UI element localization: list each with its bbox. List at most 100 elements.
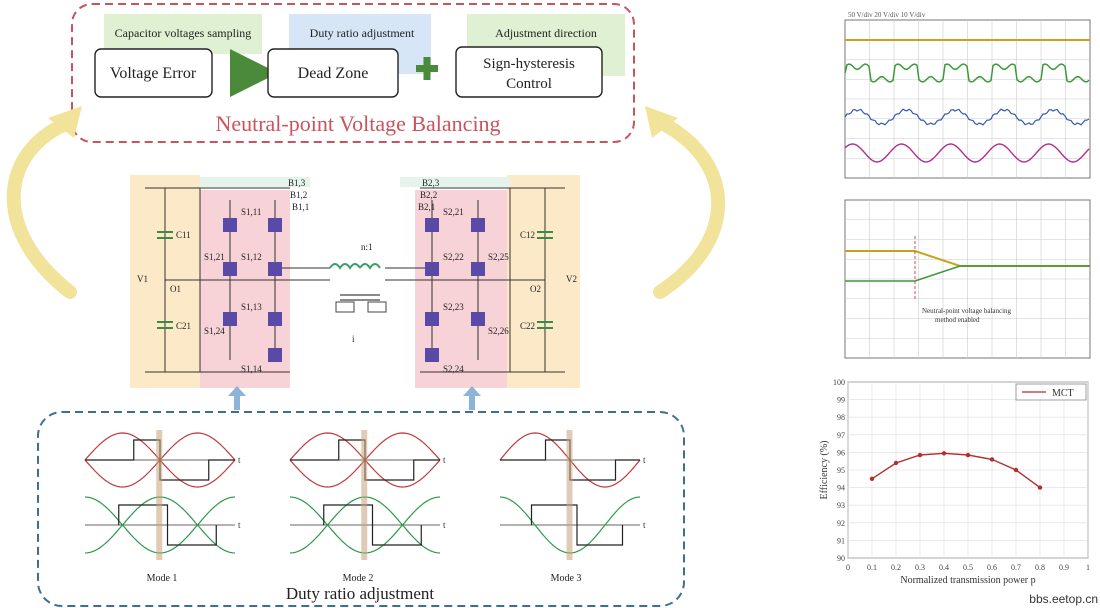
label-s113: S1,13 [241, 302, 262, 312]
circuit-panel: C11 C21 V1 O1 C12 C22 V2 O2 S1,11 S1,12 … [130, 175, 580, 410]
tag-b23: B2,3 [422, 178, 440, 188]
label-c12: C12 [520, 230, 535, 240]
tag-b13: B1,3 [288, 178, 306, 188]
data-point [893, 460, 899, 466]
nvb-panel: Capacitor voltages sampling Voltage Erro… [71, 3, 635, 143]
label-o1: O1 [170, 284, 181, 294]
x-tick-label: 0.6 [987, 563, 997, 572]
stage2-box [267, 48, 399, 98]
stage1-tag: Capacitor voltages sampling [115, 26, 252, 40]
y-tick-label: 95 [837, 466, 845, 475]
stage1-label: Voltage Error [110, 65, 197, 82]
tag-b11: B1,1 [292, 202, 309, 212]
scope-mid-annotation-2: method enabled [935, 316, 980, 324]
watermark: bbs.eetop.cn [1029, 592, 1098, 606]
trace-lower-cap [845, 265, 1090, 282]
dead-zone-band [361, 430, 368, 560]
label-s222: S2,22 [443, 252, 464, 262]
label-s223: S2,23 [443, 302, 464, 312]
y-tick-label: 100 [833, 378, 845, 387]
series-line-mct [871, 452, 1041, 489]
left-curved-arrow [6, 115, 77, 299]
y-tick-label: 99 [837, 396, 845, 405]
y-tick-label: 98 [837, 413, 845, 422]
stage1-tag-bg [104, 14, 262, 54]
trace-green [844, 63, 1090, 83]
label-s112: S1,12 [241, 252, 262, 262]
label-v2: V2 [566, 274, 577, 284]
label-s221: S2,21 [443, 207, 464, 217]
label-s124: S1,24 [204, 326, 225, 336]
tag-b12: B1,2 [290, 190, 307, 200]
mode3-label: Mode 3 [551, 573, 582, 584]
label-c11: C11 [176, 230, 191, 240]
axis-t-label: t [643, 455, 646, 465]
data-point [869, 476, 875, 481]
stage3-tag: Adjustment direction [495, 26, 597, 40]
axis-t-label: t [238, 455, 241, 465]
axis-t-label: t [238, 520, 241, 530]
trace-magenta [844, 143, 1090, 163]
tag-b22: B2,2 [420, 190, 437, 200]
right-tag-band [400, 177, 510, 187]
scope-mid: Neutral-point voltage balancing method e… [844, 199, 1091, 359]
label-o2: O2 [530, 284, 541, 294]
stage3-label-line2: Control [506, 76, 552, 92]
left-up-arrow-head [228, 386, 246, 396]
label-v1: V1 [137, 274, 148, 284]
label-c22: C22 [520, 321, 535, 331]
switch-icons [223, 218, 485, 362]
label-s114: S1,14 [241, 364, 262, 374]
label-s121: S1,21 [204, 252, 225, 262]
label-s226: S2,26 [488, 326, 509, 336]
duty-title: Duty ratio adjustment [286, 584, 435, 603]
y-tick-label: 97 [837, 431, 845, 440]
scope-top-header: 50 V/div 20 V/div 10 V/div [848, 11, 926, 19]
left-tag-band [200, 177, 310, 187]
x-tick-label: 0.9 [1059, 563, 1069, 572]
pulse-waveform-secondary [323, 504, 422, 546]
chart-grid [847, 381, 1089, 559]
data-point [917, 452, 923, 458]
y-tick-label: 90 [837, 554, 845, 563]
x-tick-label: 0.3 [915, 563, 925, 572]
label-current: i [352, 334, 355, 344]
mode2-label: Mode 2 [343, 573, 374, 584]
feedback-arrows [6, 106, 726, 299]
x-tick-label: 0 [846, 563, 850, 572]
chart-ylabel: Efficiency (%) [819, 441, 830, 500]
axis-t-label: t [443, 520, 446, 530]
axis-t-label: t [643, 520, 646, 530]
tag-b21: B2,1 [418, 202, 435, 212]
transformer-icon [329, 263, 387, 313]
nvb-dashed-border [71, 3, 635, 143]
axis-t-label: t [443, 455, 446, 465]
stage3-label-line1: Sign-hysteresis [483, 56, 575, 72]
legend-box [1015, 383, 1087, 401]
trace-blue [844, 108, 1090, 126]
capacitors [157, 231, 553, 329]
data-point [989, 457, 995, 462]
chart-xlabel: Normalized transmission power p [900, 575, 1035, 586]
stage2-label: Dead Zone [298, 65, 369, 82]
stage1-box [94, 48, 213, 98]
x-tick-label: 0.7 [1011, 563, 1021, 572]
x-tick-label: 0.1 [867, 563, 877, 572]
mode-panel: tt [289, 430, 446, 560]
y-tick-label: 93 [837, 501, 845, 510]
stage2-tag: Duty ratio adjustment [310, 26, 415, 40]
data-point [941, 451, 947, 456]
legend-label: MCT [1052, 388, 1074, 399]
stage3-box [455, 46, 603, 98]
label-transformer: n:1 [361, 242, 373, 252]
series-points-mct [869, 451, 1043, 490]
label-c21: C21 [176, 321, 191, 331]
dead-zone-band [566, 430, 573, 560]
x-tick-label: 0.8 [1035, 563, 1045, 572]
scope-mid-annotation-1: Neutral-point voltage balancing [922, 307, 1012, 315]
x-tick-label: 1 [1086, 563, 1090, 572]
y-tick-label: 92 [837, 519, 845, 528]
nvb-title: Neutral-point Voltage Balancing [215, 111, 500, 136]
dead-zone-band [156, 430, 163, 560]
pulse-waveform-secondary [530, 504, 624, 546]
